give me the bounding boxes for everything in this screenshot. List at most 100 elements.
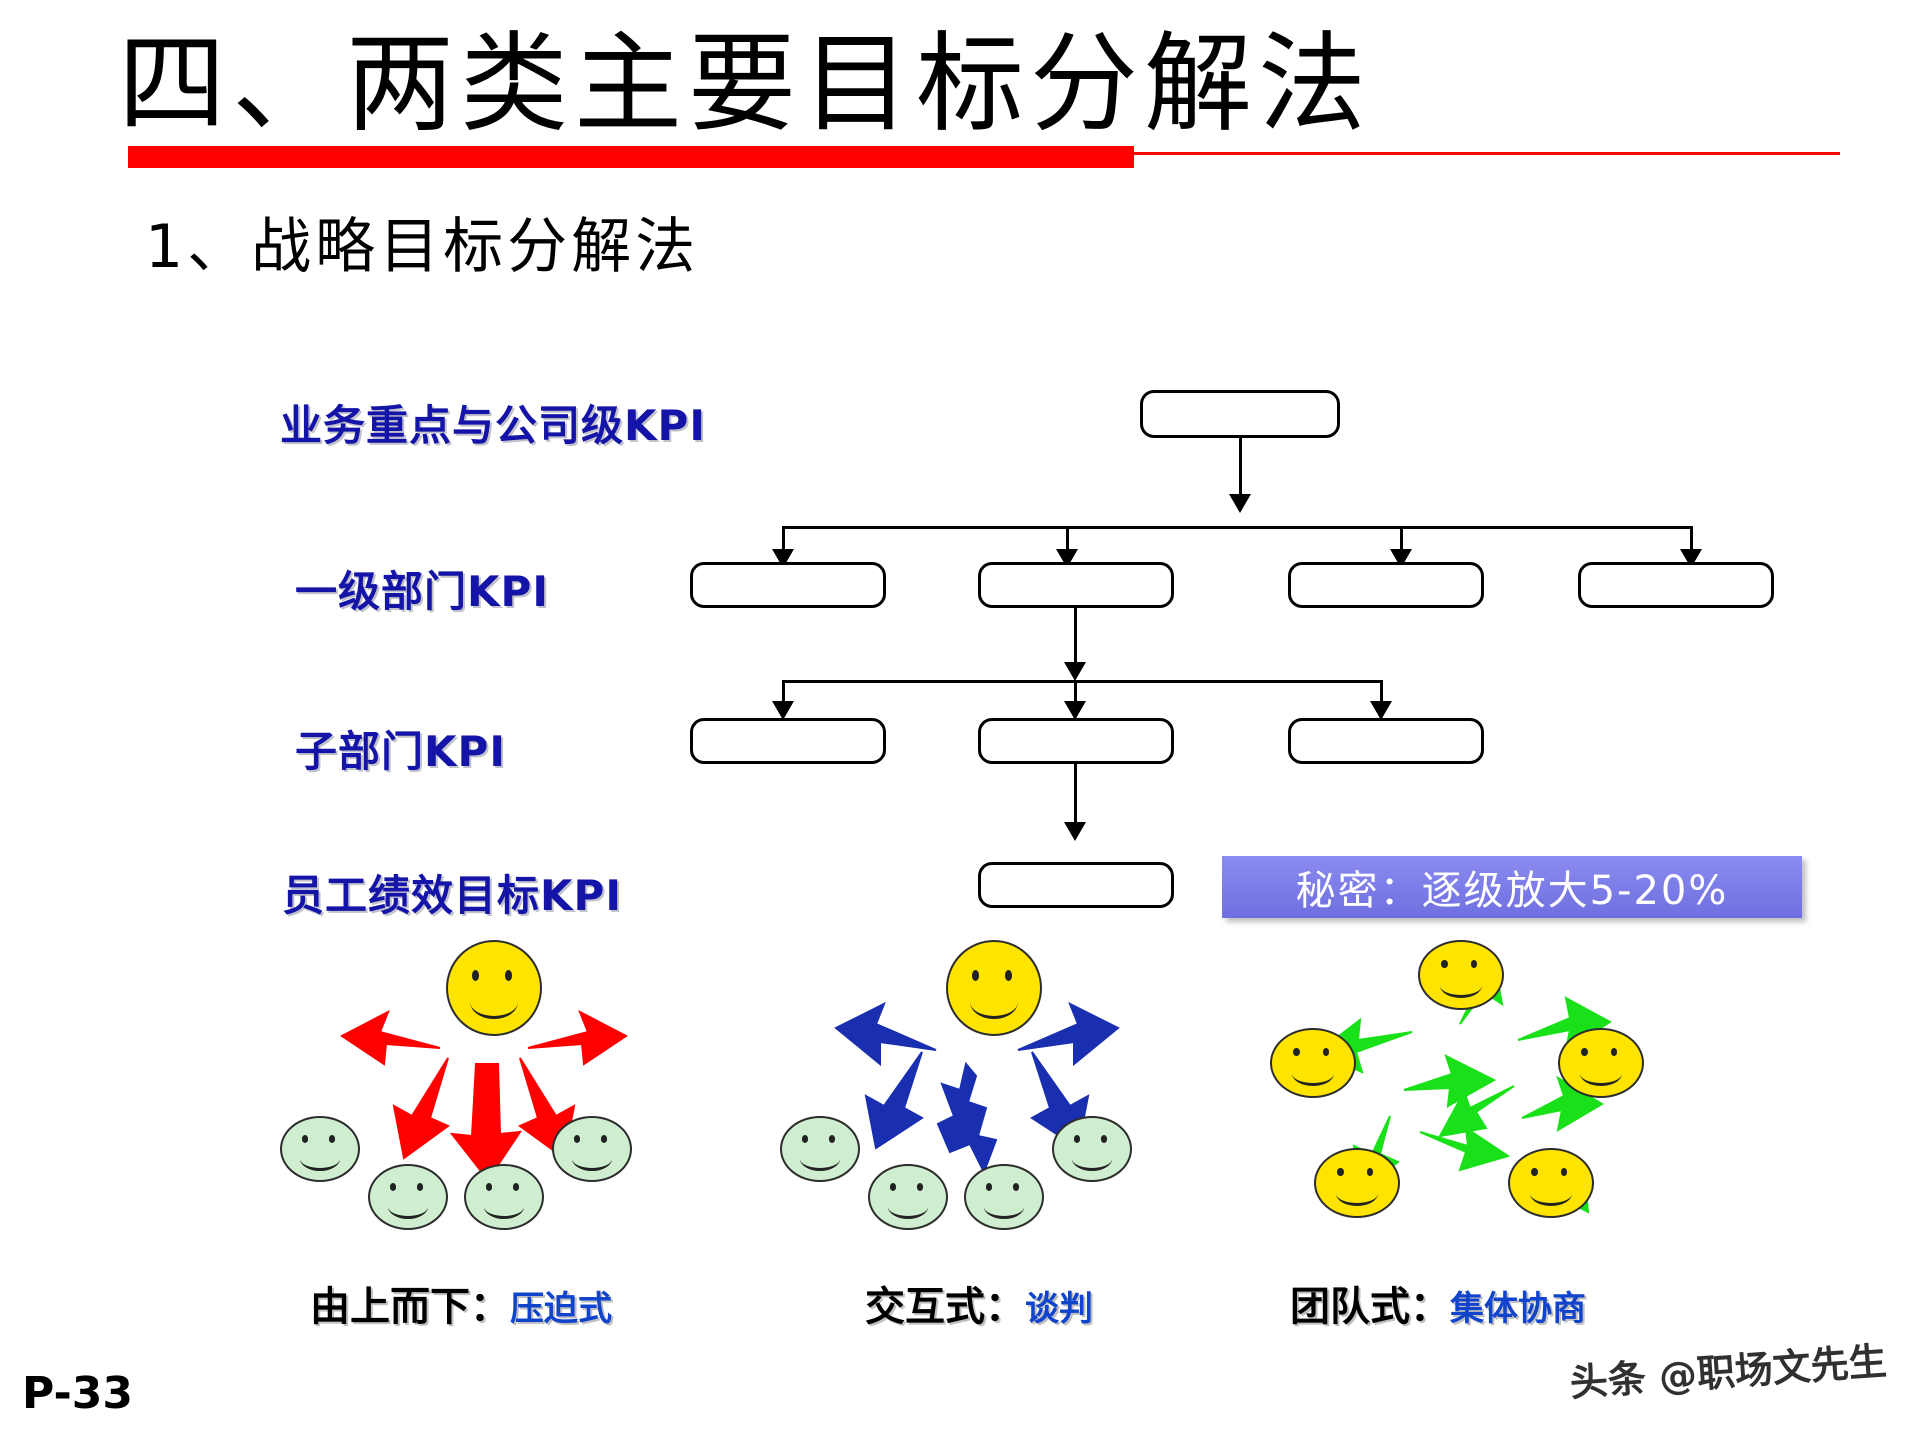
kpi-box-company[interactable] (1140, 390, 1340, 438)
eye-left (471, 969, 480, 981)
caption-top-down: 由上而下：压迫式 (310, 1274, 612, 1332)
watermark: 头条 @职场文先生 (1568, 1339, 1888, 1406)
kpi-box-dept-2[interactable] (978, 562, 1174, 608)
caption-team-name: 团队式： (1290, 1284, 1450, 1330)
connector-level2-drop-1 (782, 680, 785, 706)
diagram-interactive (780, 940, 1220, 1260)
eye-right (1005, 969, 1013, 981)
caption-interactive-name: 交互式： (865, 1284, 1025, 1330)
eye-left (485, 1183, 492, 1191)
member-face-1c (464, 1164, 544, 1230)
connector-level1-bus (782, 526, 1692, 529)
eye-left (1293, 1048, 1300, 1057)
mouth (572, 1147, 612, 1171)
connector-level2-bus (782, 680, 1382, 683)
member-face-2d (1052, 1116, 1132, 1182)
team-face-right-upper (1558, 1028, 1644, 1098)
eye-left (573, 1135, 580, 1143)
arrow-dept2-down (1064, 662, 1086, 681)
team-face-left-lower (1314, 1148, 1400, 1218)
level-label-company-kpi: 业务重点与公司级KPI (280, 401, 706, 450)
eye-right (1610, 1048, 1618, 1057)
caption-interactive-highlight: 谈判 (1025, 1289, 1093, 1329)
kpi-box-dept-1[interactable] (690, 562, 886, 608)
arrow-level2-3 (1370, 701, 1392, 720)
team-face-left-upper (1270, 1028, 1356, 1098)
mouth (300, 1147, 340, 1171)
eye-left (1581, 1048, 1588, 1057)
eye-left (985, 1183, 992, 1191)
mouth (484, 1195, 524, 1219)
mouth (888, 1195, 928, 1219)
diagram-top-down (280, 940, 720, 1260)
mouth (1072, 1147, 1112, 1171)
eye-right (1322, 1048, 1330, 1057)
eye-right (329, 1135, 336, 1143)
arrow-level2-2 (1064, 701, 1086, 720)
eye-left (301, 1135, 308, 1143)
connector-dept2-stem (1074, 608, 1077, 666)
member-face-1b (368, 1164, 448, 1230)
eye-right (417, 1183, 424, 1191)
kpi-box-dept-3[interactable] (1288, 562, 1484, 608)
connector-level1-drop-2 (1066, 526, 1069, 554)
caption-team: 团队式：集体协商 (1290, 1274, 1586, 1332)
mouth (1529, 1180, 1573, 1206)
connector-level2-drop-2 (1074, 680, 1077, 706)
member-face-2c (964, 1164, 1044, 1230)
kpi-box-subdept-3[interactable] (1288, 718, 1484, 764)
eye-left (389, 1183, 396, 1191)
eye-left (971, 969, 980, 981)
eye-right (505, 969, 513, 981)
eye-left (1073, 1135, 1080, 1143)
eye-right (829, 1135, 836, 1143)
mouth (984, 1195, 1024, 1219)
mouth (388, 1195, 428, 1219)
level-label-employee-kpi: 员工绩效目标KPI (282, 871, 622, 920)
member-face-1a (280, 1116, 360, 1182)
eye-left (889, 1183, 896, 1191)
eye-right (1013, 1183, 1020, 1191)
member-face-2b (868, 1164, 948, 1230)
eye-left (801, 1135, 808, 1143)
secret-badge: 秘密：逐级放大5-20% (1222, 856, 1802, 918)
kpi-box-subdept-2[interactable] (978, 718, 1174, 764)
eye-right (1560, 1168, 1568, 1177)
page-title: 四、两类主要目标分解法 (118, 22, 1373, 147)
level-label-first-dept-kpi: 一级部门KPI (295, 567, 549, 616)
manager-face-2 (946, 940, 1042, 1036)
connector-level1-drop-1 (782, 526, 785, 554)
arrow-employee-down (1064, 822, 1086, 841)
team-face-top (1418, 940, 1504, 1010)
member-face-1d (552, 1116, 632, 1182)
title-underline-thick (128, 146, 1134, 168)
caption-interactive: 交互式：谈判 (865, 1274, 1093, 1332)
kpi-box-employee[interactable] (978, 862, 1174, 908)
eye-right (1101, 1135, 1108, 1143)
caption-team-highlight: 集体协商 (1450, 1289, 1586, 1329)
eye-right (513, 1183, 520, 1191)
mouth (800, 1147, 840, 1171)
page-number: P-33 (22, 1368, 133, 1419)
mouth (470, 984, 518, 1019)
connector-level1-drop-4 (1690, 526, 1693, 554)
secret-badge-label: 秘密：逐级放大5-20% (1295, 868, 1729, 914)
eye-left (1531, 1168, 1538, 1177)
level-label-sub-dept-kpi: 子部门KPI (295, 727, 506, 776)
team-face-right-lower (1508, 1148, 1594, 1218)
member-face-2a (780, 1116, 860, 1182)
eye-left (1441, 960, 1448, 969)
eye-right (1470, 960, 1478, 969)
connector-company-stem (1239, 438, 1242, 498)
manager-face-1 (446, 940, 542, 1036)
section-subtitle: 1、战略目标分解法 (145, 212, 700, 282)
kpi-box-dept-4[interactable] (1578, 562, 1774, 608)
diagram-team (1270, 940, 1710, 1260)
eye-right (917, 1183, 924, 1191)
kpi-box-subdept-1[interactable] (690, 718, 886, 764)
arrow-company-down (1229, 494, 1251, 513)
mouth (1335, 1180, 1379, 1206)
eye-left (1337, 1168, 1344, 1177)
caption-top-down-name: 由上而下： (310, 1284, 510, 1330)
